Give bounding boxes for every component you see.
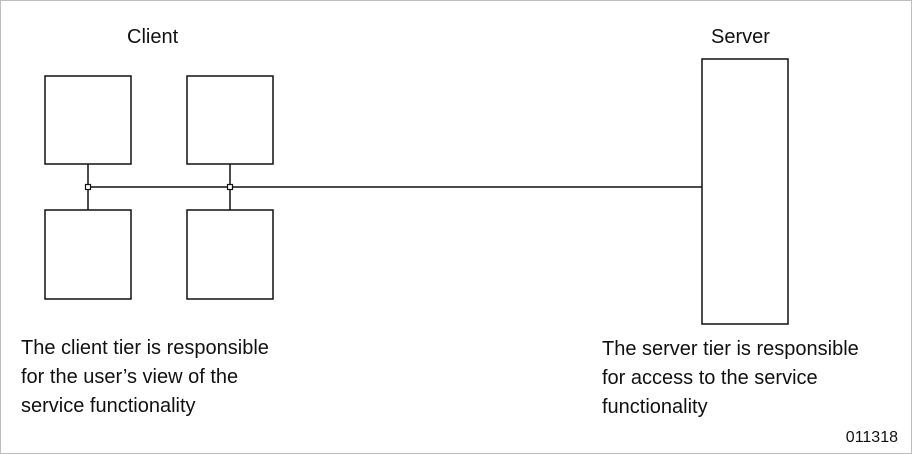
client-box-top-left — [44, 75, 132, 165]
server-caption-line-3: functionality — [602, 396, 708, 418]
client-box-bottom-right — [186, 209, 274, 300]
client-caption-line-1: The client tier is responsible — [21, 337, 269, 359]
client-caption-line-2: for the user’s view of the — [21, 366, 239, 388]
client-title: Client — [127, 26, 179, 48]
client-caption-line-3: service functionality — [21, 395, 196, 417]
server-caption: The server tier is responsible for acces… — [602, 335, 902, 422]
junction-right — [226, 183, 234, 191]
junction-left — [84, 183, 92, 191]
client-caption: The client tier is responsible for the u… — [21, 334, 341, 421]
server-box — [701, 58, 789, 325]
server-title: Server — [711, 26, 770, 48]
server-caption-line-1: The server tier is responsible — [602, 338, 859, 360]
server-caption-line-2: for access to the service — [602, 367, 818, 389]
client-box-top-right — [186, 75, 274, 165]
client-box-bottom-left — [44, 209, 132, 300]
figure-id: 011318 — [845, 429, 898, 446]
